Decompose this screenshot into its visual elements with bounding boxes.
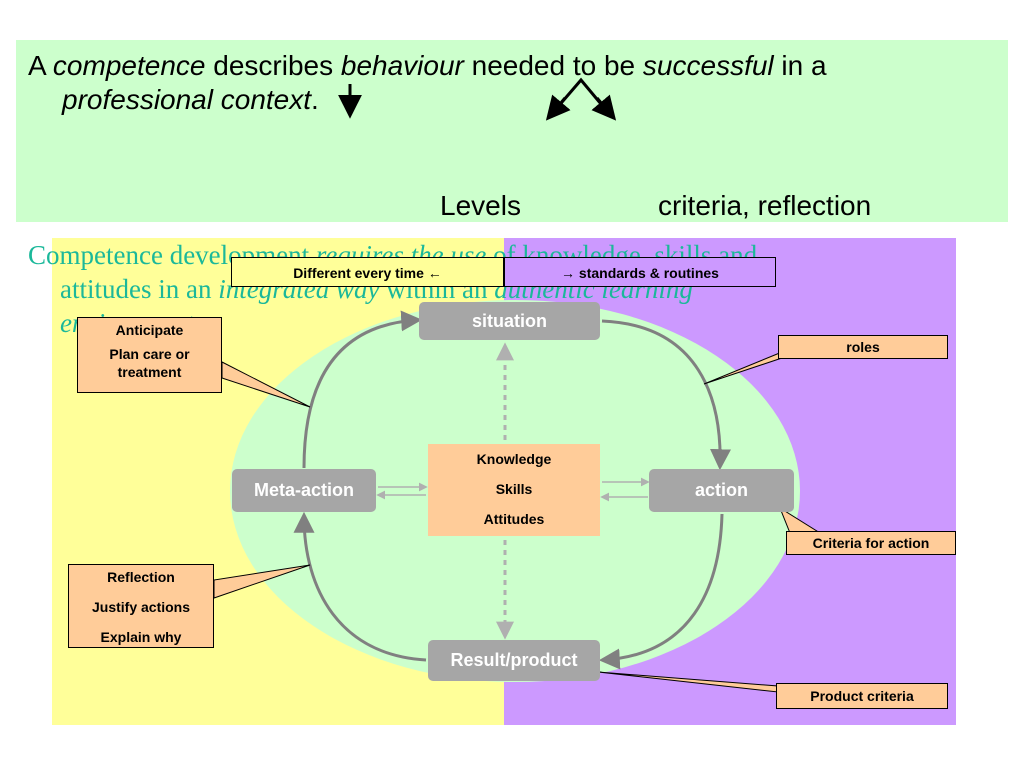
arc-meta-to-situation: [302, 310, 423, 469]
reflection-callout: Reflection Justify actions Explain why: [68, 564, 214, 648]
attitudes-label: Attitudes: [483, 511, 545, 527]
period: .: [311, 84, 319, 115]
standards-routines-box: → standards & routines: [504, 257, 776, 287]
word-professional-context: professional context: [62, 84, 312, 115]
action-node: action: [649, 469, 794, 512]
reflection-line-2: Justify actions: [91, 599, 191, 615]
criteria-reflection-label: criteria, reflection: [658, 190, 872, 221]
anticipate-line-1: Anticipate: [115, 322, 184, 338]
situation-node: situation: [419, 302, 600, 340]
reflection-line-1: Reflection: [107, 569, 175, 585]
knowledge-skills-attitudes-box: Knowledge Skills Attitudes: [428, 444, 600, 536]
arrow-to-criteria-right: [591, 94, 617, 121]
word-describes: describes: [213, 50, 334, 81]
product-criteria-callout: Product criteria: [776, 683, 948, 709]
levels-label: Levels: [440, 190, 521, 221]
anticipate-line-2: Plan care or: [109, 346, 190, 362]
anticipate-line-3: treatment: [117, 364, 182, 380]
word-successful: successful: [642, 50, 774, 81]
word-a: A: [28, 50, 46, 81]
word-needed: needed to be: [471, 50, 636, 81]
anticipate-pointer: [221, 361, 311, 408]
reflection-line-3: Explain why: [100, 629, 182, 645]
word-competence: competence: [52, 50, 206, 81]
arc-situation-to-action: [601, 319, 731, 471]
dev-part-4: attitudes in an: [60, 274, 219, 304]
arrow-to-criteria-left: [545, 94, 571, 121]
product-criteria-pointer: [597, 671, 779, 693]
roles-pointer: [703, 351, 783, 385]
arc-action-to-result: [598, 513, 724, 670]
roles-callout: roles: [778, 335, 948, 359]
arrow-apex: [548, 77, 613, 117]
reflection-pointer: [213, 564, 311, 599]
definition-line-1: A competence describes behaviour needed …: [28, 50, 827, 82]
word-in-a: in a: [781, 50, 827, 81]
anticipate-callout: Anticipate Plan care or treatment: [77, 317, 222, 393]
result-product-node: Result/product: [428, 640, 600, 681]
arc-result-to-meta: [293, 511, 427, 662]
meta-action-node: Meta-action: [232, 469, 376, 512]
knowledge-label: Knowledge: [476, 451, 552, 467]
skills-label: Skills: [495, 481, 533, 497]
criteria-for-action-callout: Criteria for action: [786, 531, 956, 555]
definition-line-2: professional context.: [62, 84, 319, 116]
word-behaviour: behaviour: [340, 50, 464, 81]
definition-panel: [16, 40, 1008, 222]
different-every-time-box: Different every time ←: [231, 257, 504, 287]
